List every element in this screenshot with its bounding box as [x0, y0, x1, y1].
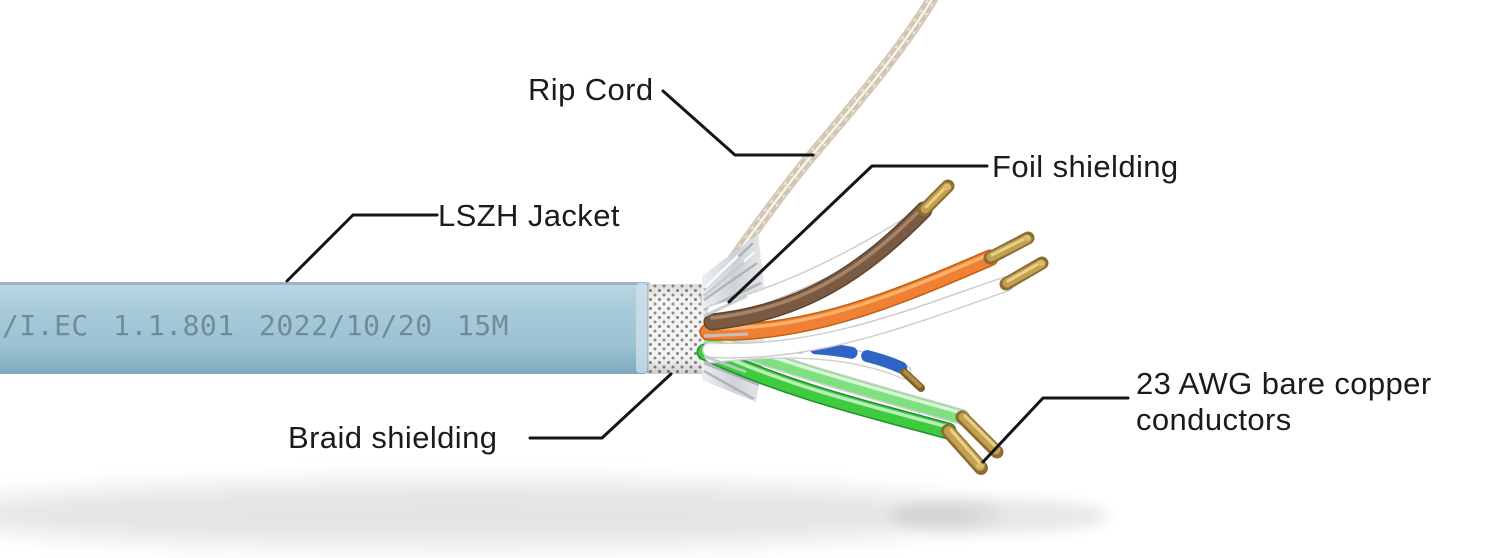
leader-line-lszh [285, 213, 439, 283]
copper-tip-orange-white [999, 256, 1049, 291]
copper-tip-blue [900, 368, 925, 392]
label-conductors: 23 AWG bare copper conductors [1136, 366, 1432, 437]
label-rip-cord: Rip Cord [528, 72, 654, 107]
copper-tip-brown [917, 179, 955, 217]
leader-line-rip-cord [661, 89, 815, 157]
label-lszh-jacket: LSZH Jacket [438, 198, 620, 233]
copper-tip-green [941, 424, 988, 475]
label-foil-shielding: Foil shielding [992, 149, 1179, 184]
leader-line-braid [528, 372, 673, 440]
cable-jacket [0, 282, 650, 374]
wire-orange [701, 251, 997, 340]
wire-pair-orange [699, 231, 1049, 359]
rip-cord [700, 0, 939, 304]
copper-tip-green-light [955, 410, 1004, 459]
jacket-print-text: /I.EC 1.1.801 2022/10/20 15M [2, 309, 510, 342]
jacket-end-highlight [636, 283, 648, 373]
foil-shield-overlap [703, 254, 749, 374]
ground-shadow-small [890, 499, 1110, 533]
wire-pair-brown [703, 179, 955, 331]
wire-brown [705, 203, 931, 329]
ground-shadow [0, 481, 1000, 547]
leader-line-foil [727, 164, 989, 304]
leader-line-conductors [981, 396, 1130, 464]
wire-green [698, 345, 955, 438]
wire-orange-white [703, 277, 1013, 358]
copper-tip-orange [983, 231, 1035, 265]
label-braid-shielding: Braid shielding [288, 420, 498, 455]
braid-shield [647, 284, 703, 374]
